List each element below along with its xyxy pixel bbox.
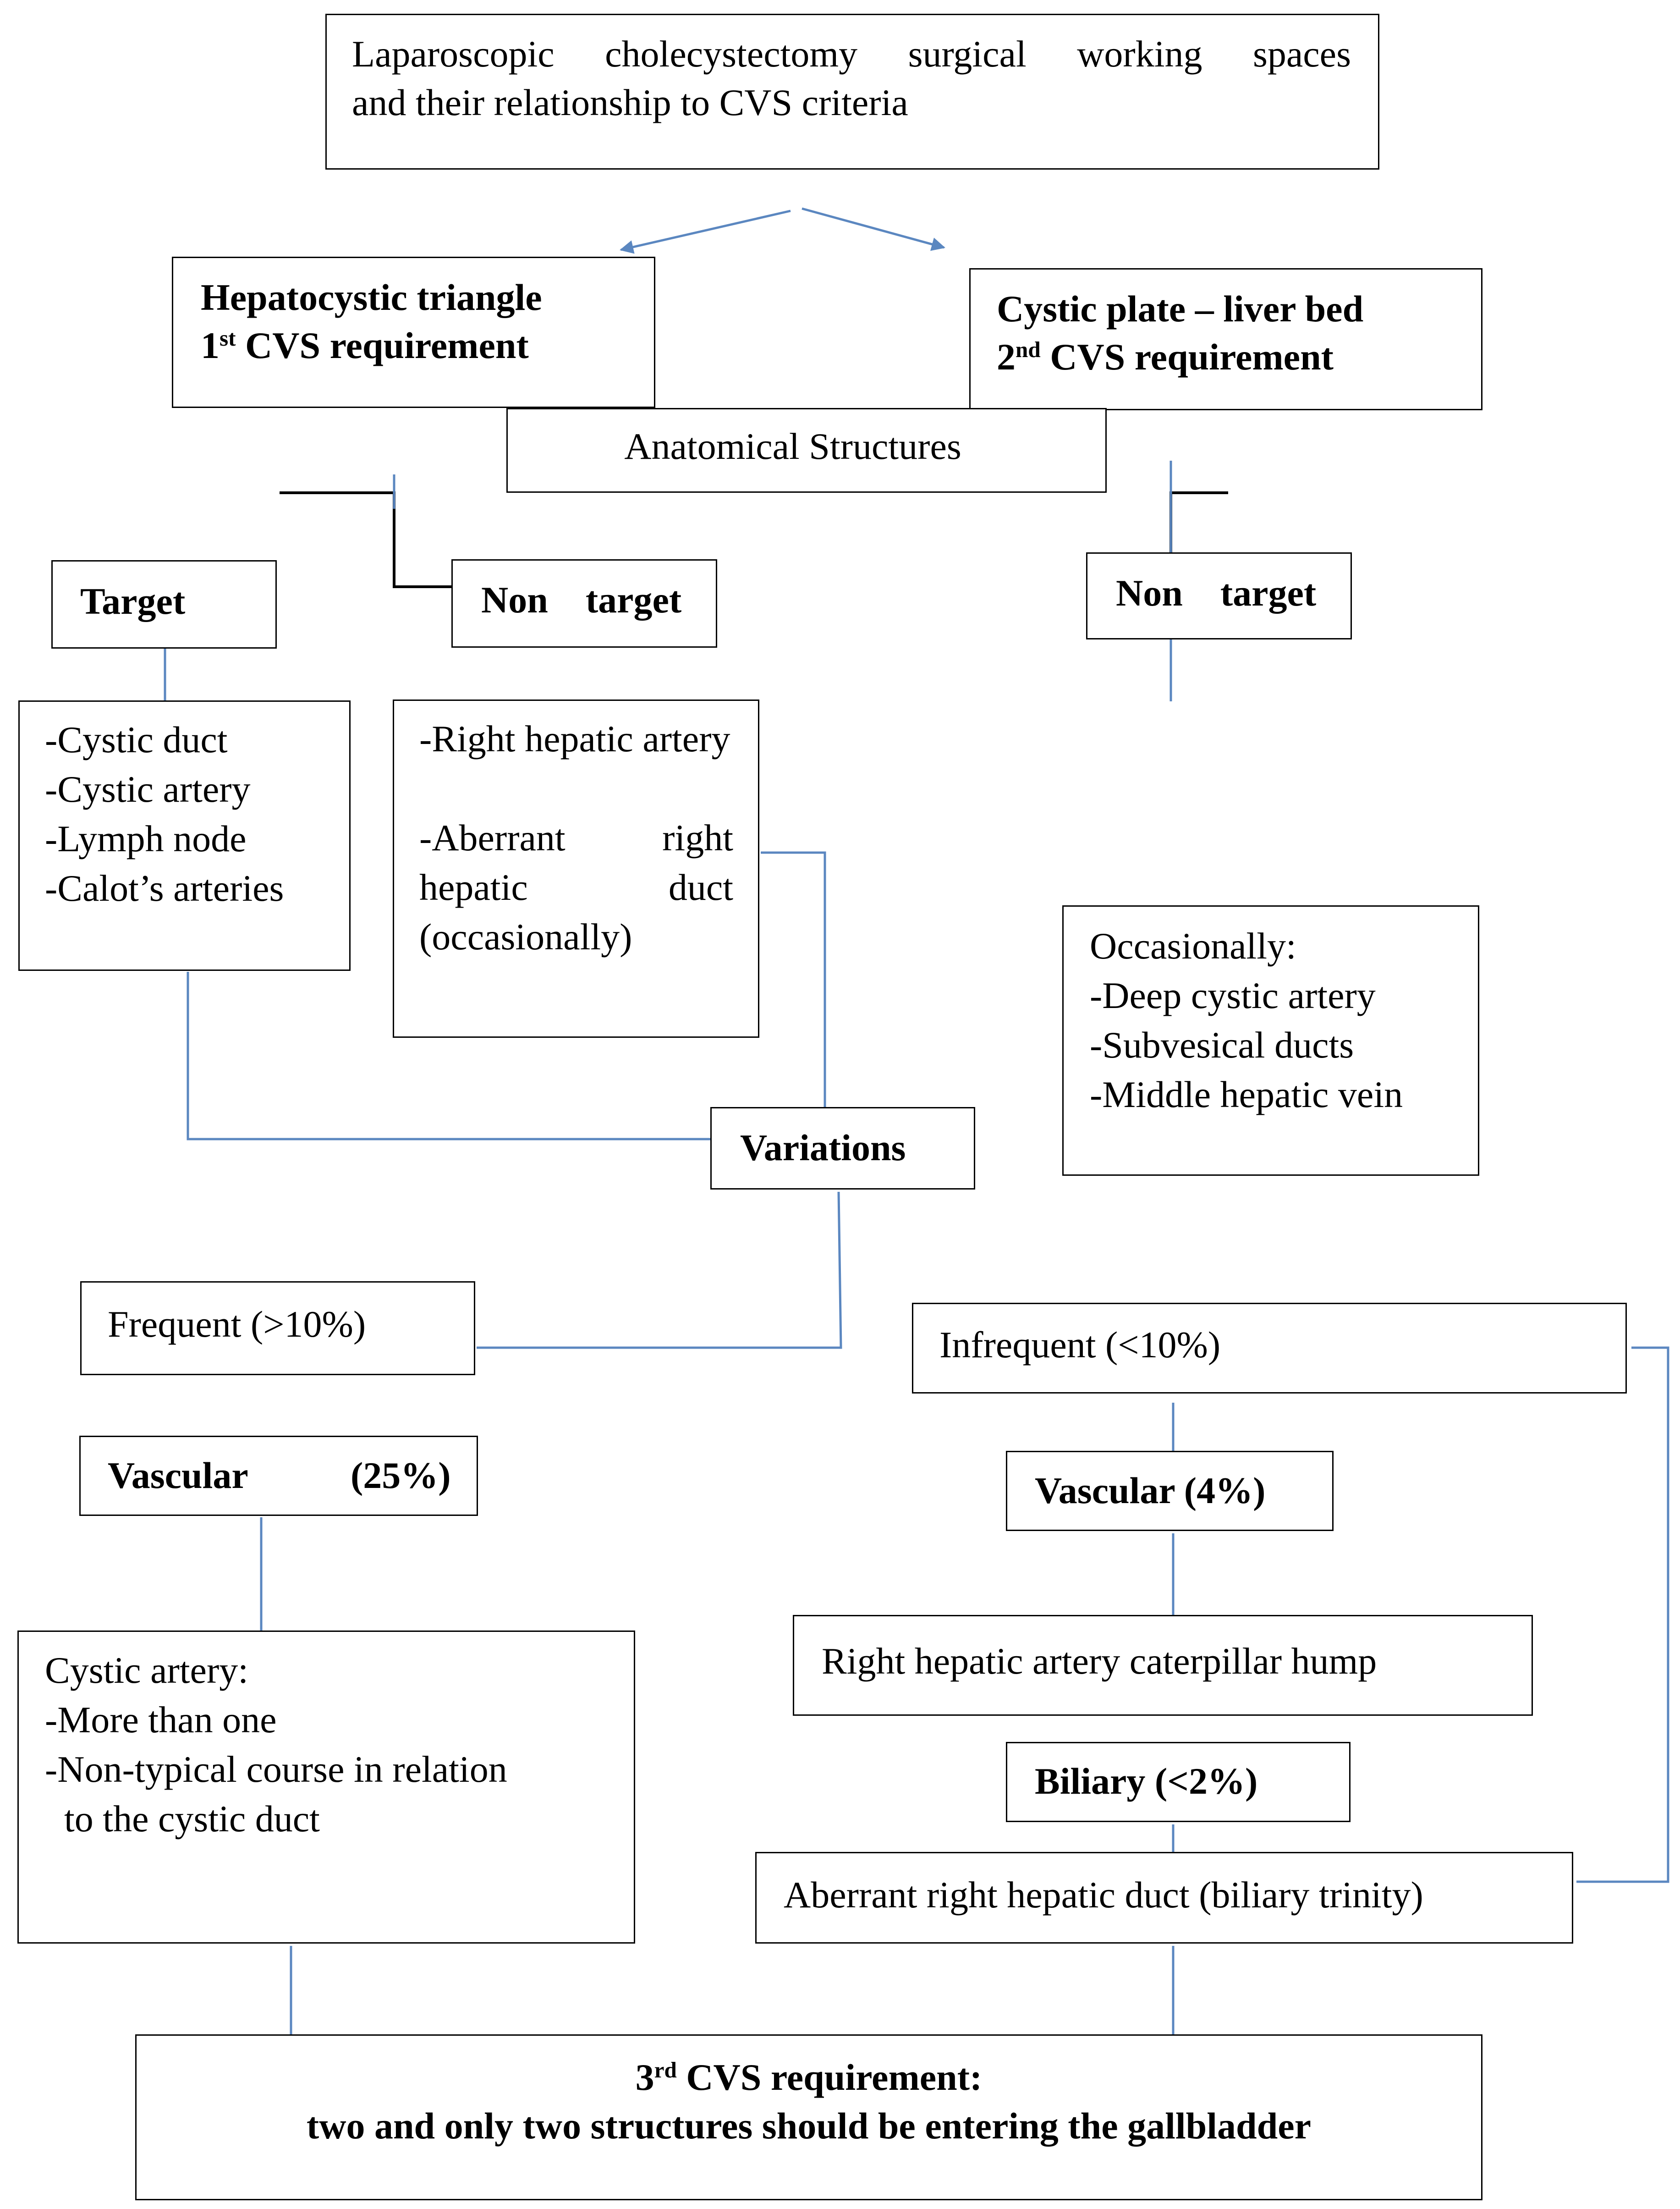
non-target-right-item: -Middle hepatic vein bbox=[1090, 1074, 1403, 1115]
frequent-label: Frequent (>10%) bbox=[108, 1303, 366, 1345]
caterpillar-hump-box bbox=[793, 1615, 1533, 1716]
frequent-vascular-box bbox=[79, 1436, 478, 1516]
non-target-left-list-box bbox=[393, 700, 759, 1038]
target-item: -Cystic duct bbox=[45, 719, 228, 760]
second-cvs-requirement: 2nd CVS requirement bbox=[997, 336, 1334, 378]
target-label: Target bbox=[80, 580, 186, 622]
non-target-right-item: -Subvesical ducts bbox=[1090, 1024, 1354, 1066]
biliary-label: Biliary (<2%) bbox=[1035, 1760, 1258, 1802]
third-cvs-requirement-title: 3rd CVS requirement: bbox=[635, 2056, 983, 2098]
infrequent-vascular-label: Vascular (4%) bbox=[1035, 1470, 1266, 1511]
non-target-right-heading: Occasionally: bbox=[1090, 925, 1296, 967]
hepatocystic-triangle-box bbox=[172, 257, 655, 408]
non-target-left-item: -Right hepatic artery bbox=[419, 718, 730, 760]
frequent-box bbox=[80, 1281, 475, 1375]
non-target-right-label: Non target bbox=[1116, 572, 1317, 614]
non-target-right-list-box bbox=[1062, 905, 1479, 1176]
variations-label: Variations bbox=[740, 1127, 906, 1168]
first-cvs-requirement: 1st CVS requirement bbox=[201, 325, 529, 366]
target-item: -Calot’s arteries bbox=[45, 867, 284, 909]
left-branch-connector bbox=[280, 491, 454, 588]
infrequent-vascular-box bbox=[1006, 1451, 1334, 1531]
non-target-left-box bbox=[451, 559, 717, 648]
biliary-box bbox=[1006, 1742, 1351, 1822]
title-line-1: Laparoscopic cholecystectomy surgical wo… bbox=[352, 33, 1351, 75]
variations-box bbox=[710, 1107, 975, 1190]
non-target-left-item: -Aberrant right hepatic duct (occasional… bbox=[419, 817, 733, 958]
cystic-artery-variations-box bbox=[17, 1631, 635, 1944]
biliary-trinity-label: Aberrant right hepatic duct (biliary tri… bbox=[784, 1874, 1423, 1916]
title-line-2: and their relationship to CVS criteria bbox=[352, 82, 908, 123]
variations-to-frequent bbox=[477, 1191, 842, 1349]
target-list-to-variations bbox=[187, 972, 710, 1140]
target-item: -Cystic artery bbox=[45, 768, 251, 810]
third-cvs-requirement-box bbox=[135, 2034, 1482, 2200]
target-box bbox=[51, 560, 277, 649]
infrequent-side-connector bbox=[1576, 1346, 1669, 1883]
non-target-right-item: -Deep cystic artery bbox=[1090, 975, 1376, 1016]
anatomical-structures-label: Anatomical Structures bbox=[624, 425, 961, 467]
frequent-vascular-label: Vascular bbox=[108, 1454, 248, 1496]
hepatocystic-title: Hepatocystic triangle bbox=[201, 276, 542, 318]
non-target-left-label: Non target bbox=[481, 579, 682, 621]
arrow-to-hepatocystic bbox=[620, 209, 791, 254]
caterpillar-hump-label: Right hepatic artery caterpillar hump bbox=[822, 1640, 1377, 1682]
frequent-vascular-percent: (25%) bbox=[351, 1454, 451, 1496]
infrequent-label: Infrequent (<10%) bbox=[939, 1324, 1221, 1366]
cystic-plate-box bbox=[969, 268, 1482, 410]
cystic-plate-title: Cystic plate – liver bed bbox=[997, 288, 1364, 330]
biliary-trinity-box bbox=[755, 1852, 1573, 1944]
cystic-artery-item: to the cystic duct bbox=[64, 1798, 320, 1840]
anatomical-structures-box bbox=[506, 408, 1107, 493]
right-branch-connector bbox=[1169, 491, 1228, 552]
nontarget-list-to-variations bbox=[761, 851, 826, 1109]
cystic-artery-item: -Non-typical course in relation bbox=[45, 1748, 507, 1790]
cystic-artery-item: -More than one bbox=[45, 1699, 277, 1741]
target-structures-list-box bbox=[18, 700, 351, 971]
arrow-to-cystic-plate bbox=[802, 207, 945, 251]
non-target-right-box bbox=[1086, 552, 1352, 639]
infrequent-box bbox=[912, 1303, 1627, 1394]
title-box bbox=[325, 14, 1379, 170]
cystic-artery-heading: Cystic artery: bbox=[45, 1649, 249, 1691]
target-item: -Lymph node bbox=[45, 818, 247, 859]
third-cvs-requirement-text: two and only two structures should be en… bbox=[306, 2105, 1312, 2147]
